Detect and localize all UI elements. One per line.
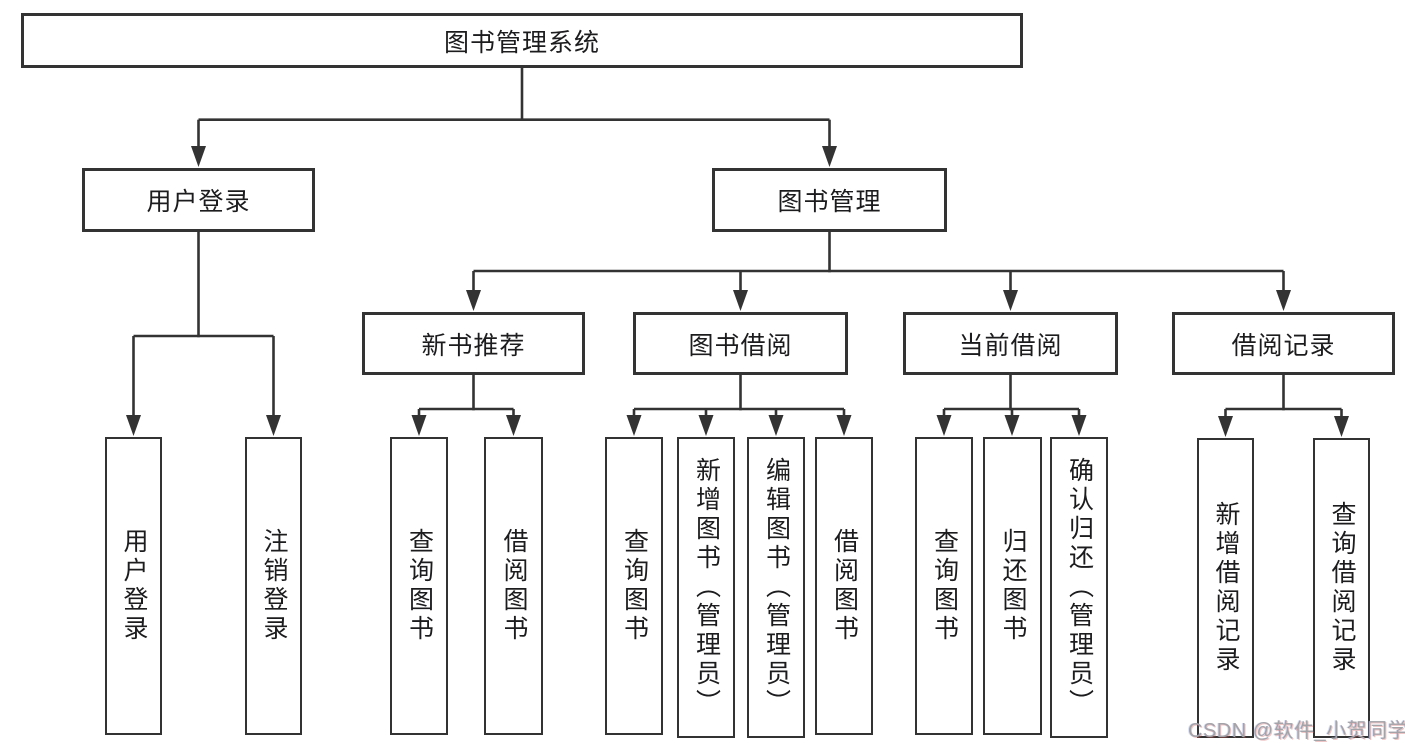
leaf-query-books-1: 查询图书	[390, 437, 448, 735]
leaf-user-login: 用户登录	[105, 437, 162, 735]
leaf-borrow-books-2: 借阅图书	[815, 437, 873, 735]
leaf-edit-book-admin: 编辑图书（管理员）	[747, 437, 805, 738]
leaf-query-books-3: 查询图书	[915, 437, 973, 735]
leaf-borrow-books-1: 借阅图书	[484, 437, 543, 735]
node-current-borrow: 当前借阅	[903, 312, 1118, 375]
node-borrow-records: 借阅记录	[1172, 312, 1395, 375]
node-new-book-recommend: 新书推荐	[362, 312, 585, 375]
leaf-logout: 注销登录	[245, 437, 302, 735]
arrowheads	[126, 146, 1349, 437]
watermark-text: CSDN @软件_小贺同学	[1188, 720, 1405, 742]
leaf-add-book-admin: 新增图书（管理员）	[677, 437, 735, 738]
leaf-query-borrow-record: 查询借阅记录	[1313, 438, 1370, 738]
node-book-management: 图书管理	[712, 168, 947, 232]
node-book-borrow: 图书借阅	[633, 312, 848, 375]
leaf-query-books-2: 查询图书	[605, 437, 663, 735]
leaf-return-book: 归还图书	[983, 437, 1042, 735]
leaf-confirm-return-admin: 确认归还（管理员）	[1050, 437, 1108, 738]
node-library-system: 图书管理系统	[21, 13, 1023, 68]
leaf-add-borrow-record: 新增借阅记录	[1197, 438, 1254, 738]
node-user-login: 用户登录	[82, 168, 315, 232]
